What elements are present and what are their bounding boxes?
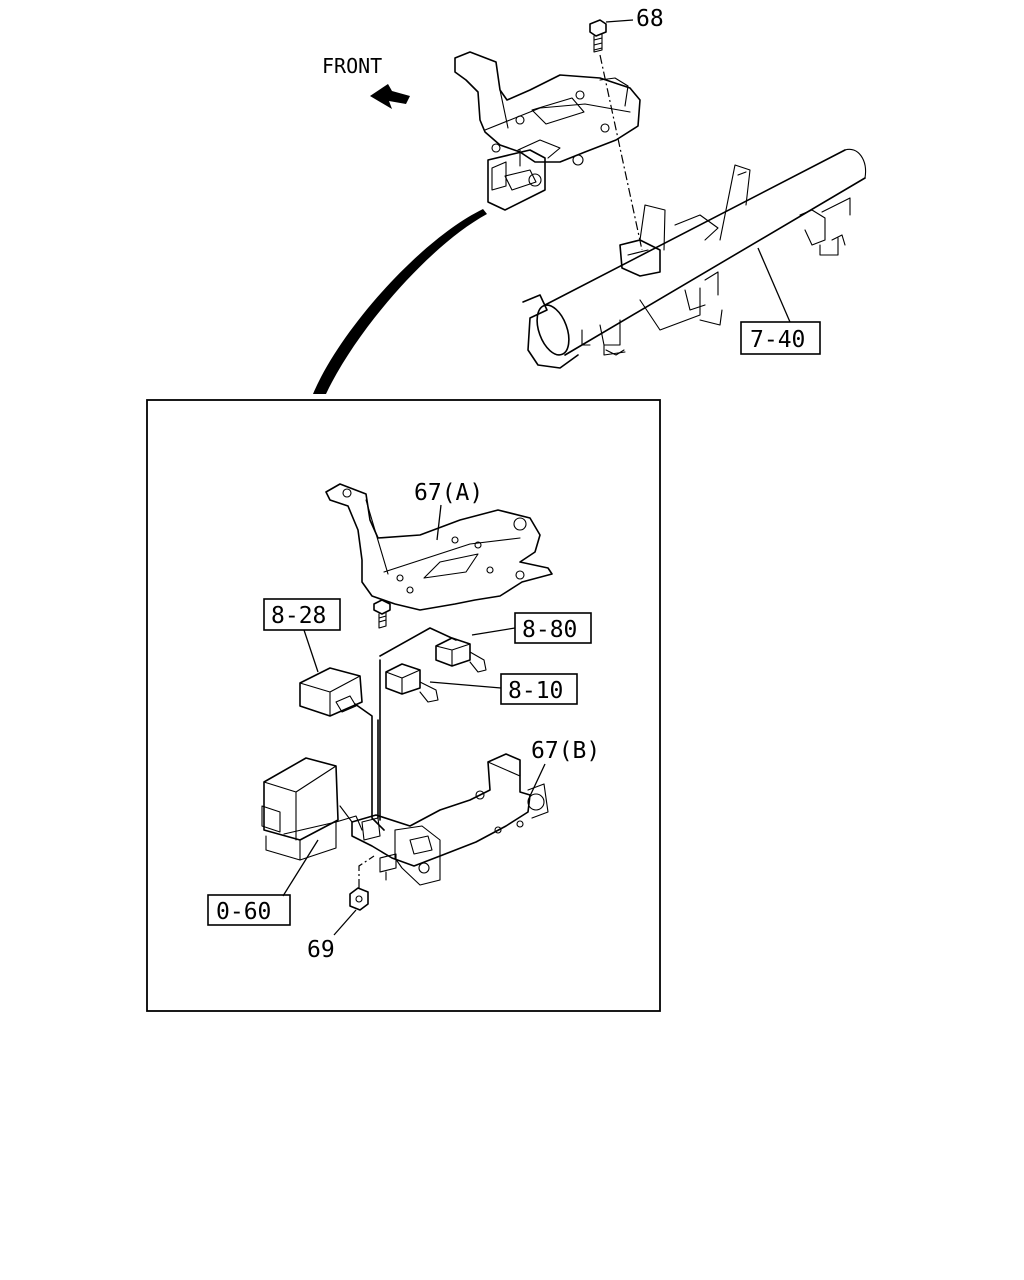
- leader-7-40: [757, 247, 791, 323]
- leader-0-60: [282, 839, 319, 897]
- connector-8-10: [385, 663, 439, 703]
- callout-7-40: 7-40: [750, 327, 805, 353]
- bracket-67b: [339, 753, 549, 886]
- screw-detail: [373, 599, 391, 629]
- leader-67a: [436, 504, 442, 541]
- leader-8-28: [303, 629, 319, 673]
- leader-8-80: [471, 627, 516, 636]
- callout-box-0-60: [207, 894, 291, 926]
- bolt-68: [589, 19, 607, 53]
- leader-68: [605, 19, 634, 23]
- relay-8-28: [299, 667, 363, 717]
- front-label: FRONT: [322, 54, 382, 78]
- bracket-67a: [325, 483, 553, 611]
- callout-67b: 67(B): [531, 738, 600, 764]
- callout-8-28: 8-28: [271, 603, 326, 629]
- nut-69: [349, 855, 375, 911]
- callout-box-8-10: [500, 673, 578, 705]
- wire-harness: [354, 627, 457, 831]
- detail-view-frame: [146, 399, 661, 1012]
- callout-box-8-80: [514, 612, 592, 644]
- callout-69: 69: [307, 937, 335, 963]
- control-unit-0-60: [261, 757, 363, 861]
- crossmember-tube: [522, 148, 867, 369]
- callout-box-7-40: [740, 321, 821, 355]
- leader-8-10: [429, 681, 502, 689]
- leader-67b: [529, 763, 546, 797]
- callout-67a: 67(A): [414, 480, 483, 506]
- upper-bracket-assembly: [454, 51, 641, 211]
- detail-pointer-arrow: [313, 209, 487, 394]
- arrow-left-icon: [370, 84, 410, 109]
- connector-8-80: [435, 637, 487, 673]
- bolt-axis-line: [599, 54, 643, 251]
- callout-8-80: 8-80: [522, 617, 577, 643]
- callout-0-60: 0-60: [216, 899, 271, 925]
- callout-box-8-28: [263, 598, 341, 631]
- callout-8-10: 8-10: [508, 678, 563, 704]
- callout-68: 68: [636, 6, 664, 32]
- leader-69: [333, 909, 357, 936]
